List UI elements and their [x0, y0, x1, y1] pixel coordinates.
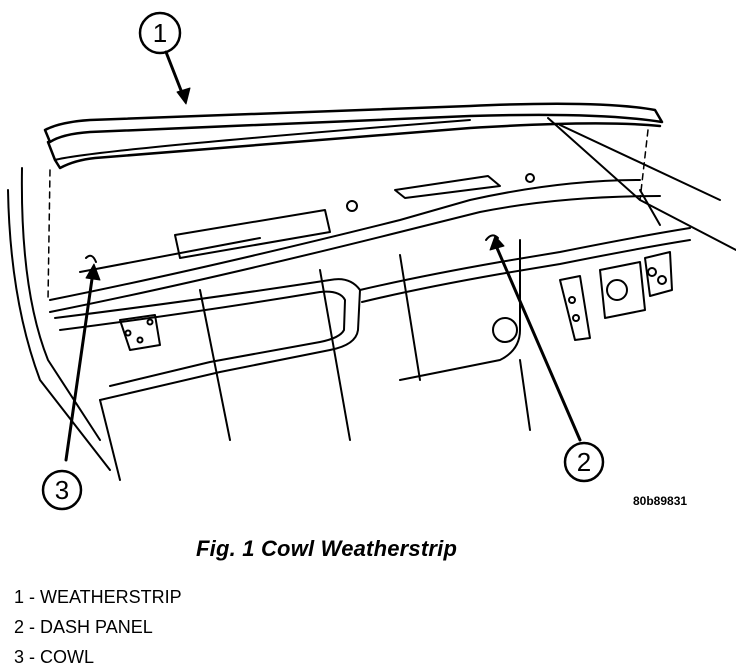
body-outline: [7, 117, 736, 471]
legend-item-cowl: 3 - COWL: [14, 647, 95, 667]
legend-item-weatherstrip: 1 - WEATHERSTRIP: [14, 587, 182, 607]
dash-panel: [54, 227, 691, 481]
leader-arrows: [64, 50, 582, 462]
svg-text:2: 2: [577, 447, 591, 477]
figure-id: 80b89831: [633, 494, 688, 508]
svg-text:3: 3: [55, 475, 69, 505]
callout-1: 1: [138, 11, 182, 55]
weatherstrip: [43, 102, 664, 301]
svg-text:1: 1: [153, 18, 167, 48]
figure-caption: Fig. 1 Cowl Weatherstrip: [196, 536, 458, 561]
callout-2: 2: [563, 441, 605, 483]
cowl-weatherstrip-illustration: 1 2 3: [7, 11, 736, 511]
legend-item-dash-panel: 2 - DASH PANEL: [14, 617, 153, 637]
cowl: [49, 173, 661, 313]
callout-3: 3: [41, 469, 83, 511]
legend: 1 - WEATHERSTRIP 2 - DASH PANEL 3 - COWL: [14, 582, 182, 672]
